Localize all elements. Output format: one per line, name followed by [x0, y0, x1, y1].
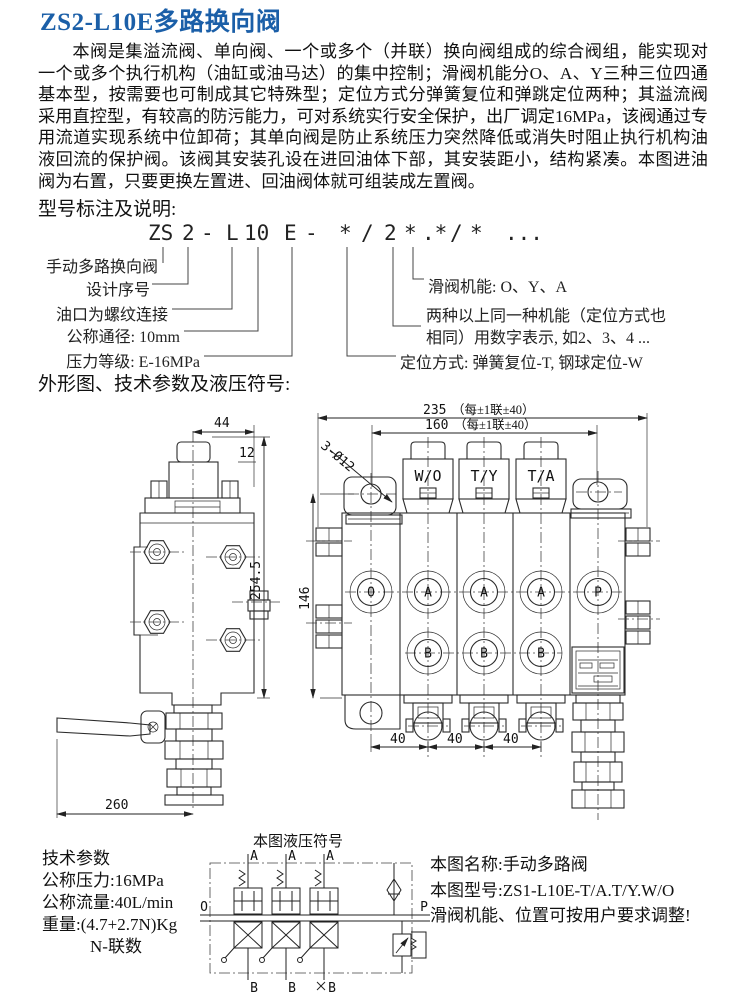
tech-params-heading: 技术参数 — [42, 849, 110, 868]
code-part: - — [305, 221, 318, 245]
code-part: 2 — [384, 221, 397, 245]
top-ports: O A A A P — [349, 570, 620, 614]
holes-label: 3-Ø12 — [317, 439, 357, 476]
model-label-same-function-1: 两种以上同一种机能（定位方式也 — [426, 308, 667, 325]
schematic-port-b: B — [288, 981, 296, 996]
code-part: 10 — [244, 221, 270, 245]
valve-symbol: A B — [259, 849, 301, 996]
plugged-port-mark — [316, 981, 326, 991]
front-view-drawing: 235 （每±1联±40） 160 （每±1联±40） 3-Ø12 W/O — [298, 402, 660, 820]
code-part: * — [404, 221, 417, 245]
model-section-heading: 型号标注及说明: — [38, 199, 177, 220]
port-label: A — [480, 586, 488, 601]
schematic-title: 本图液压符号 — [253, 834, 344, 850]
code-part: L — [226, 221, 239, 245]
model-label-same-function-2: 相同）用数字表示, 如2、3、4 ... — [426, 330, 651, 347]
bottom-fitting-stack — [164, 704, 224, 806]
lever-handle — [56, 710, 166, 744]
check-valve-symbol — [386, 863, 402, 915]
model-label-port-thread: 油口为螺纹连接 — [55, 307, 168, 324]
dim-44: 44 — [214, 416, 230, 431]
port-label: B — [480, 647, 488, 662]
bottom-ports: B B B — [406, 631, 563, 675]
schematic-port-a: A — [250, 849, 258, 864]
code-part: E — [284, 221, 297, 245]
model-label-pressure-grade: 压力等级: E-16MPa — [66, 354, 200, 371]
side-bolts — [306, 527, 660, 649]
port-label: B — [424, 647, 432, 662]
nameplate — [571, 646, 625, 694]
code-part: / — [361, 221, 374, 245]
dim-254-5: 254.5 — [249, 561, 264, 600]
dim-146: 146 — [298, 587, 313, 610]
valve-caps: W/O T/Y T/A — [402, 441, 567, 514]
code-part: .* — [422, 221, 448, 245]
dim-160-note: （每±1联±40） — [454, 417, 536, 432]
tech-param-pressure: 公称压力:16MPa — [42, 871, 164, 890]
figure-model: 本图型号:ZS1-L10E-T/A.T/Y.W/O — [430, 880, 675, 900]
schematic-port-left: O — [200, 900, 208, 915]
page-title: ZS2-L10E多路换向阀 — [40, 9, 282, 36]
hydraulic-schematic: O P A B A B — [200, 849, 430, 996]
model-label-nominal-dia: 公称通径: 10mm — [66, 329, 180, 346]
schematic-port-a: A — [288, 849, 296, 864]
model-code-diagram: ZS 2 - L 10 E - * / 2 * .* / * ... 手动多路换… — [0, 213, 741, 373]
dim-12: 12 — [239, 446, 255, 461]
tech-param-note: N-联数 — [90, 937, 142, 956]
schematic-port-right: P — [420, 900, 428, 915]
dim-40: 40 — [447, 732, 463, 747]
model-label-spool-function: 滑阀机能: O、Y、A — [428, 279, 568, 296]
port-label: O — [367, 586, 375, 601]
code-part: * — [470, 221, 483, 245]
figure-note: 滑阀机能、位置可按用户要求调整! — [430, 906, 691, 925]
intro-paragraph: 本阀是集溢流阀、单向阀、一个或多个（并联）换向阀组成的综合阀组，能实现对一个或多… — [38, 42, 708, 191]
outline-drawings: 44 12 — [56, 402, 660, 820]
port-label: A — [424, 586, 432, 601]
cap-label: T/A — [527, 467, 554, 485]
relief-valve-symbol — [392, 921, 427, 973]
side-view-drawing: 44 12 — [56, 416, 280, 818]
outline-section-heading: 外形图、技术参数及液压符号: — [38, 374, 291, 395]
port-label: A — [537, 586, 545, 601]
model-label-positioning: 定位方式: 弹簧复位-T, 钢球定位-W — [400, 355, 643, 372]
schematic-port-b: B — [328, 981, 336, 996]
figure-name: 本图名称:手动多路阀 — [430, 855, 588, 874]
code-part: ZS — [148, 221, 174, 245]
port-label: P — [594, 586, 602, 601]
outlet-fitting-stack — [571, 694, 625, 809]
code-part: 2 — [182, 221, 195, 245]
model-label-design-no: 设计序号 — [85, 282, 150, 299]
dim-235-note: （每±1联±40） — [452, 402, 534, 417]
tech-param-flow: 公称流量:40L/min — [42, 893, 174, 912]
code-part: - — [201, 221, 214, 245]
cap-label: W/O — [414, 467, 441, 485]
valve-symbol: A B — [221, 849, 263, 996]
lower-fittings — [403, 694, 566, 741]
dim-160: 160 — [425, 418, 448, 433]
dim-235: 235 — [423, 403, 446, 418]
code-part: * — [339, 221, 352, 245]
figure-info-block: 本图名称:手动多路阀 本图型号:ZS1-L10E-T/A.T/Y.W/O 滑阀机… — [430, 852, 691, 929]
cap-label: T/Y — [470, 467, 497, 485]
dim-40: 40 — [503, 732, 519, 747]
tech-params-block: 技术参数 公称压力:16MPa 公称流量:40L/min 重量:(4.7+2.7… — [42, 848, 177, 958]
valve-symbol: A B — [297, 849, 339, 996]
tech-param-weight: 重量:(4.7+2.7N)Kg — [42, 915, 178, 934]
schematic-port-b: B — [250, 981, 258, 996]
dim-260: 260 — [105, 798, 128, 813]
model-label-valve-type: 手动多路换向阀 — [45, 259, 158, 276]
dim-40: 40 — [390, 732, 406, 747]
schematic-port-a: A — [326, 849, 334, 864]
port-label: B — [537, 647, 545, 662]
code-part: ... — [505, 221, 543, 245]
code-part: / — [450, 221, 463, 245]
model-callout-lines — [152, 247, 424, 357]
